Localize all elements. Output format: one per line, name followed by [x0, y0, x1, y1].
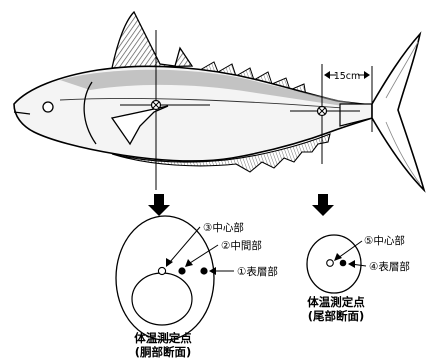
tail-caption-line1: 体温測定点: [307, 295, 365, 309]
tail-point-5: [327, 260, 334, 267]
tail-label-4: ④表層部: [369, 260, 410, 273]
tail-down-arrow: [312, 194, 334, 216]
torso-point-3: [158, 267, 165, 274]
caudal-fin: [372, 34, 424, 190]
distance-dimension: 15cm: [324, 68, 370, 82]
fish-illustration: 15cm: [14, 12, 424, 190]
torso-caption-line2: (胴部断面): [135, 345, 192, 359]
torso-cross-section: ③中心部 ②中間部 ①表層部 体温測定点 (胴部断面): [116, 216, 278, 359]
dorsal-fin: [112, 12, 192, 68]
torso-point-1: [200, 267, 207, 274]
tail-point-4: [340, 260, 347, 267]
tail-label-5: ⑤中心部: [364, 234, 405, 247]
torso-label-1: ①表層部: [237, 265, 278, 278]
torso-label-2: ②中間部: [221, 239, 262, 252]
tail-caption-line2: (尾部断面): [308, 309, 365, 323]
torso-point-2: [178, 267, 185, 274]
torso-caption-line1: 体温測定点: [134, 331, 192, 345]
fish-eye: [43, 102, 53, 112]
torso-down-arrow: [148, 194, 170, 216]
distance-label: 15cm: [334, 71, 361, 82]
tail-cross-section: ⑤中心部 ④表層部 体温測定点 (尾部断面): [307, 234, 410, 323]
torso-label-3: ③中心部: [203, 221, 244, 234]
